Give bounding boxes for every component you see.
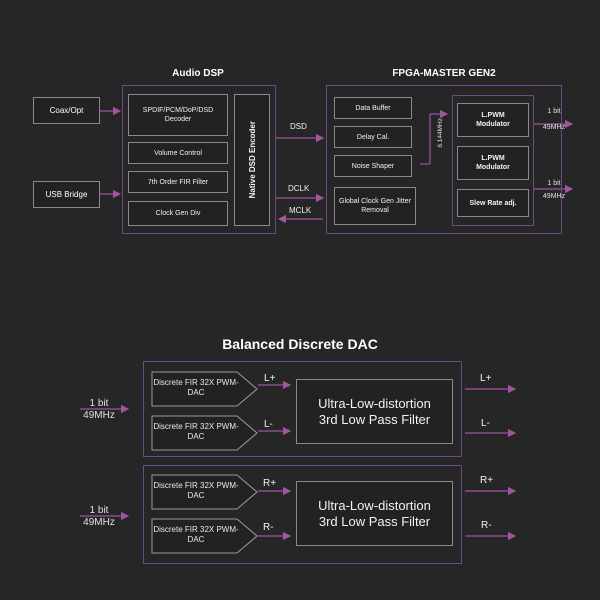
- fir-filter-block: 7th Order FIR Filter: [128, 171, 228, 193]
- output-l-minus: L-: [481, 418, 490, 429]
- l-pwm-modulator-1: L.PWM Modulator: [457, 103, 529, 137]
- dclk-signal-label: DCLK: [288, 184, 310, 193]
- mclk-signal-label: MCLK: [289, 206, 312, 215]
- dac-block-shape: [151, 371, 258, 407]
- audio-dsp-frame: [122, 85, 276, 234]
- native-dsd-encoder-block: Native DSD Encoder: [234, 94, 270, 226]
- spdif-decoder-block: SPDIF/PCM/DoP/DSD Decoder: [128, 94, 228, 136]
- fpga-title: FPGA-MASTER GEN2: [392, 68, 496, 79]
- signal-l-plus: L+: [264, 373, 276, 384]
- signal-l-minus: L-: [264, 419, 273, 430]
- dac-block-r-minus: Discrete FIR 32X PWM-DAC: [153, 525, 239, 544]
- fpga-frame: [326, 85, 562, 234]
- dac-group-right-frame: [143, 465, 462, 564]
- noise-shaper-block: Noise Shaper: [334, 155, 412, 177]
- l-pwm-modulator-2: L.PWM Modulator: [457, 146, 529, 180]
- coax-opt-input: Coax/Opt: [33, 97, 100, 124]
- dac-group-left-frame: [143, 361, 462, 457]
- dac-title: Balanced Discrete DAC: [222, 336, 378, 352]
- output-r-plus: R+: [480, 475, 494, 486]
- frequency-label: 6.144MHz: [437, 118, 444, 148]
- dac-block-shape: [151, 474, 258, 510]
- global-clock-gen-block: Global Clock Gen Jitter Removal: [334, 187, 416, 225]
- dac-block-shape: [151, 415, 258, 451]
- output-r-minus: R-: [481, 520, 492, 531]
- audio-dsp-title: Audio DSP: [172, 68, 224, 79]
- dac-block-shape: [151, 518, 258, 554]
- usb-bridge-input: USB Bridge: [33, 181, 100, 208]
- output-l-plus: L+: [480, 373, 492, 384]
- clock-gen-div-block: Clock Gen Div: [128, 201, 228, 226]
- lpf-filter-left: Ultra-Low-distortion 3rd Low Pass Filter: [296, 379, 453, 444]
- lpf-filter-right: Ultra-Low-distortion 3rd Low Pass Filter: [296, 481, 453, 546]
- dac-block-l-minus: Discrete FIR 32X PWM-DAC: [153, 422, 239, 441]
- dac-block-l-plus: Discrete FIR 32X PWM-DAC: [153, 378, 239, 397]
- pwm-group-frame: [452, 95, 534, 226]
- data-buffer-block: Data Buffer: [334, 97, 412, 119]
- signal-r-plus: R+: [263, 478, 277, 489]
- dsd-signal-label: DSD: [290, 122, 307, 131]
- volume-control-block: Volume Control: [128, 142, 228, 164]
- signal-r-minus: R-: [263, 522, 274, 533]
- dac-block-r-plus: Discrete FIR 32X PWM-DAC: [153, 481, 239, 500]
- slew-rate-adj-block: Slew Rate adj.: [457, 189, 529, 217]
- delay-cal-block: Delay Cal.: [334, 126, 412, 148]
